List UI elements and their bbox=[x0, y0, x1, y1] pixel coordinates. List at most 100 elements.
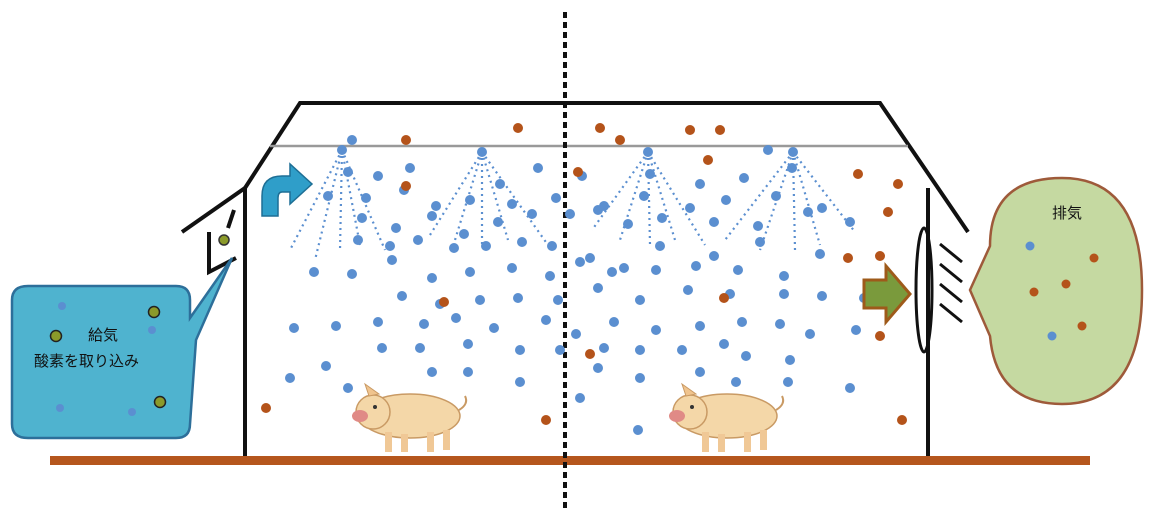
mist-droplet bbox=[481, 241, 491, 251]
mist-droplet bbox=[805, 329, 815, 339]
dust-particle bbox=[875, 331, 885, 341]
floor-line bbox=[50, 456, 1090, 465]
mist-droplet bbox=[815, 249, 825, 259]
mist-droplet bbox=[643, 147, 653, 157]
exhaust-title: 排気 bbox=[1052, 204, 1082, 222]
mist-droplet bbox=[513, 293, 523, 303]
mist-droplet bbox=[753, 221, 763, 231]
mist-droplet bbox=[285, 373, 295, 383]
dust-particle bbox=[883, 207, 893, 217]
mist-droplet bbox=[763, 145, 773, 155]
dust-particle bbox=[595, 123, 605, 133]
dust-particle bbox=[1077, 321, 1087, 331]
mist-droplet bbox=[803, 207, 813, 217]
mist-droplet bbox=[545, 271, 555, 281]
mist-droplet bbox=[593, 283, 603, 293]
mist-droplet bbox=[771, 191, 781, 201]
dust-particle bbox=[541, 415, 551, 425]
mist-droplet bbox=[507, 263, 517, 273]
mist-droplet bbox=[785, 355, 795, 365]
mist-droplet bbox=[787, 163, 797, 173]
oxygen-particle bbox=[49, 329, 63, 343]
dust-particle bbox=[439, 297, 449, 307]
dust-particle bbox=[585, 349, 595, 359]
mist-droplet bbox=[677, 345, 687, 355]
mist-droplet bbox=[451, 313, 461, 323]
mist-droplet bbox=[493, 217, 503, 227]
mist-droplet bbox=[517, 237, 527, 247]
mist-droplet bbox=[851, 325, 861, 335]
inlet-flow-arrow bbox=[261, 162, 314, 217]
mist-droplet bbox=[533, 163, 543, 173]
mist-droplet bbox=[657, 213, 667, 223]
mist-droplet bbox=[593, 363, 603, 373]
dust-particle bbox=[897, 415, 907, 425]
mist-droplet bbox=[691, 261, 701, 271]
mist-droplet bbox=[779, 289, 789, 299]
dust-particle bbox=[1061, 279, 1071, 289]
mist-droplet bbox=[405, 163, 415, 173]
mist-droplet bbox=[655, 241, 665, 251]
mist-droplet bbox=[845, 217, 855, 227]
mist-droplet bbox=[555, 345, 565, 355]
mist-droplet bbox=[783, 377, 793, 387]
mist-droplet bbox=[645, 169, 655, 179]
mist-droplet bbox=[489, 323, 499, 333]
mist-droplet bbox=[635, 295, 645, 305]
mist-droplet bbox=[515, 345, 525, 355]
mist-droplet bbox=[427, 211, 437, 221]
mist-droplet bbox=[721, 195, 731, 205]
mist-droplet bbox=[733, 265, 743, 275]
dust-particle bbox=[719, 293, 729, 303]
mist-droplet bbox=[779, 271, 789, 281]
mist-droplet bbox=[515, 377, 525, 387]
mist-droplet bbox=[427, 273, 437, 283]
mist-droplet bbox=[413, 235, 423, 245]
dust-particle bbox=[875, 251, 885, 261]
pig-icon bbox=[669, 382, 785, 452]
supply-subtitle: 酸素を取り込み bbox=[34, 352, 139, 370]
oxygen-particle bbox=[147, 305, 161, 319]
dust-particle bbox=[715, 125, 725, 135]
mist-droplet bbox=[599, 343, 609, 353]
mist-droplet bbox=[651, 265, 661, 275]
mist-particle bbox=[1025, 241, 1035, 251]
mist-droplet bbox=[373, 317, 383, 327]
mist-droplet bbox=[527, 209, 537, 219]
mist-droplet bbox=[695, 321, 705, 331]
mist-droplet bbox=[731, 377, 741, 387]
mist-droplet bbox=[737, 317, 747, 327]
mist-droplet bbox=[619, 263, 629, 273]
mist-droplet bbox=[585, 253, 595, 263]
mist-droplet bbox=[507, 199, 517, 209]
mist-droplet bbox=[633, 425, 643, 435]
mist-droplet bbox=[565, 209, 575, 219]
mist-droplet bbox=[323, 191, 333, 201]
mist-spray-lines bbox=[289, 149, 856, 261]
mist-particle bbox=[128, 408, 136, 416]
mist-particle bbox=[56, 404, 64, 412]
mist-droplet bbox=[845, 383, 855, 393]
exhaust-flow-arrow bbox=[862, 261, 912, 327]
mist-droplet bbox=[651, 325, 661, 335]
mist-droplet bbox=[719, 339, 729, 349]
mist-droplet bbox=[553, 295, 563, 305]
mist-droplet bbox=[463, 367, 473, 377]
mist-particle bbox=[58, 302, 66, 310]
dust-particle bbox=[573, 167, 583, 177]
mist-droplet bbox=[385, 241, 395, 251]
mist-droplet bbox=[709, 251, 719, 261]
mist-droplet bbox=[575, 257, 585, 267]
mist-droplet bbox=[755, 237, 765, 247]
mist-droplet bbox=[431, 201, 441, 211]
barn-outline bbox=[180, 101, 970, 456]
mist-droplet bbox=[541, 315, 551, 325]
mist-droplet bbox=[741, 351, 751, 361]
mist-droplet bbox=[419, 319, 429, 329]
mist-droplet bbox=[289, 323, 299, 333]
dust-particle bbox=[1089, 253, 1099, 263]
mist-droplet bbox=[309, 267, 319, 277]
mist-droplet bbox=[391, 223, 401, 233]
mist-droplet bbox=[353, 235, 363, 245]
